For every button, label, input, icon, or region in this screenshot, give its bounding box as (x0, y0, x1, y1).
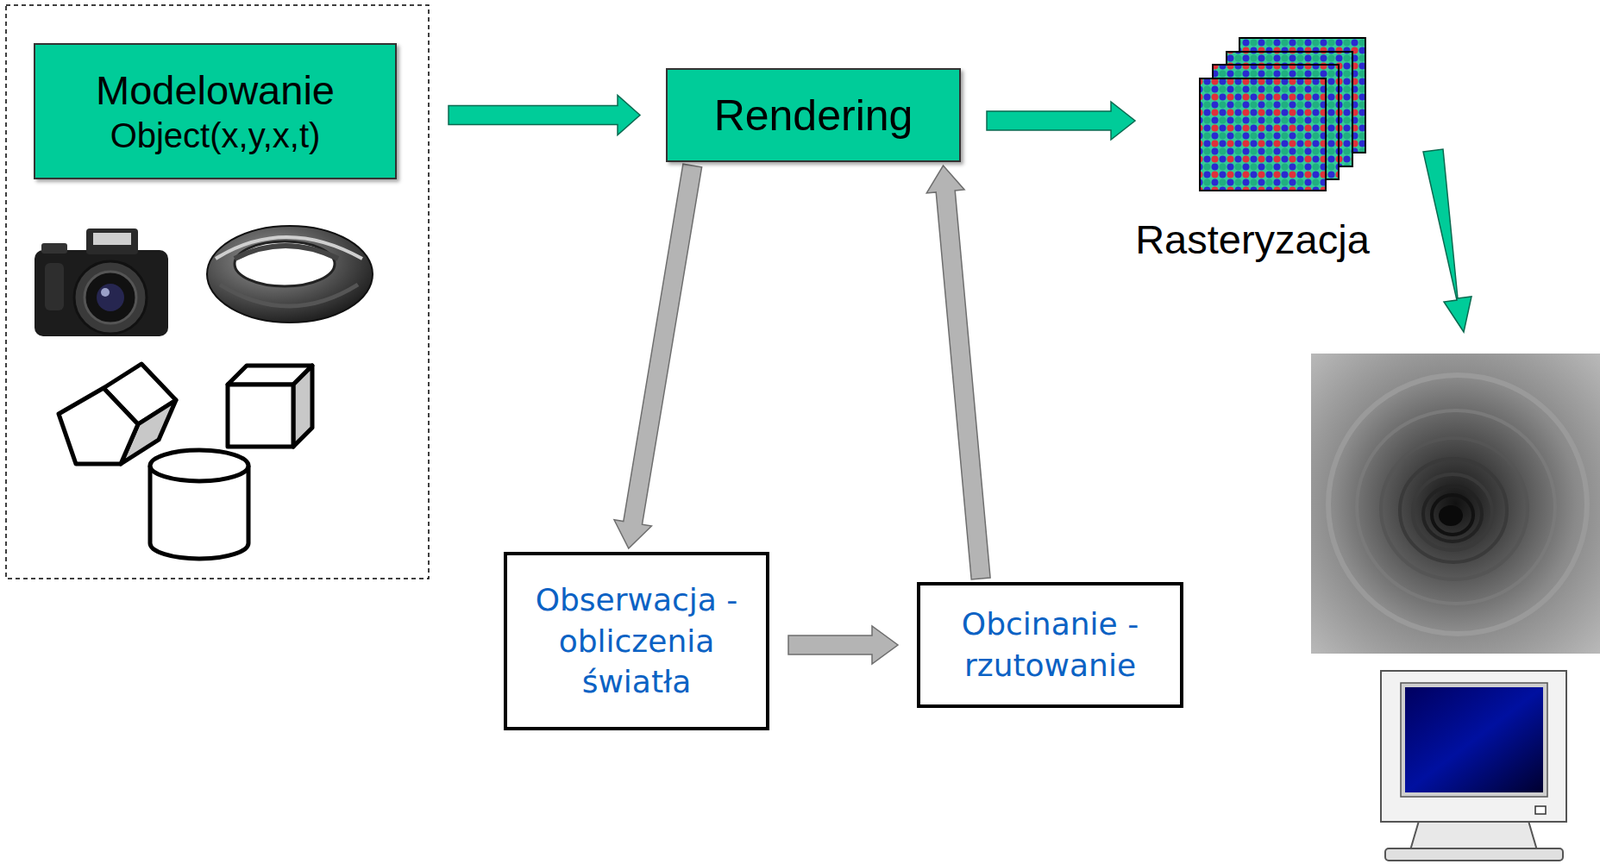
flow-arrow (986, 101, 1136, 140)
node-subtitle: Object(x,y,x,t) (110, 114, 321, 157)
process-box: Rendering (665, 68, 961, 163)
step-box: Obserwacja -obliczenia światła (503, 552, 770, 731)
cube-shape (227, 365, 313, 447)
node-title: Modelowanie (95, 66, 335, 115)
flow-arrow (614, 163, 703, 549)
flow-arrow (448, 95, 640, 136)
torus-picture (207, 225, 373, 323)
raster-frames (1199, 37, 1366, 191)
flow-arrow (1423, 149, 1472, 333)
step-box: Obcinanie - rzutowanie (916, 582, 1184, 709)
prism-shape (58, 363, 176, 465)
rendered-image (1311, 353, 1600, 654)
dashed-region (6, 5, 429, 579)
process-box: ModelowanieObject(x,y,x,t) (33, 43, 397, 180)
flow-arrow (788, 626, 898, 665)
node-title: Rendering (714, 89, 914, 142)
flow-arrow (926, 165, 991, 580)
stage-label: Rasteryzacja (1135, 215, 1370, 264)
monitor-icon (1380, 671, 1567, 861)
cylinder-shape (150, 450, 249, 559)
camera-picture (34, 228, 169, 337)
node-title: Obcinanie - rzutowanie (934, 603, 1167, 686)
node-title: Obserwacja -obliczenia światła (522, 579, 751, 703)
